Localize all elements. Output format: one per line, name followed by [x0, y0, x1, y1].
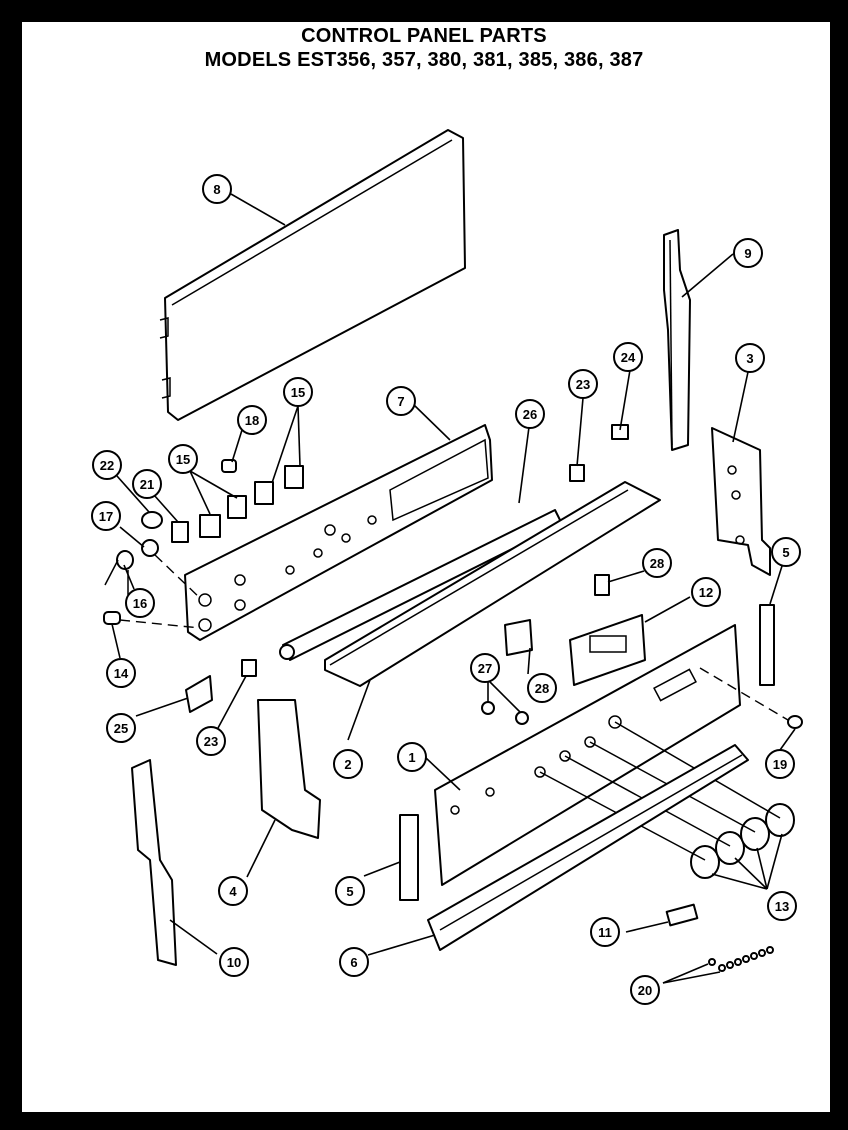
title-line-2: MODELS EST356, 357, 380, 381, 385, 386, …: [204, 49, 644, 71]
part-23-clip-upper: [569, 464, 585, 482]
svg-text:18: 18: [245, 413, 259, 428]
callout-24: 24: [613, 342, 643, 372]
part-19-insert: [699, 667, 803, 729]
callout-22: 22: [92, 450, 122, 480]
callout-14: 14: [106, 658, 136, 688]
svg-text:15: 15: [176, 452, 190, 467]
diagram-title: CONTROL PANEL PARTS MODELS EST356, 357, …: [0, 24, 848, 72]
svg-text:27: 27: [478, 661, 492, 676]
callout-26: 26: [515, 399, 545, 429]
svg-text:16: 16: [133, 596, 147, 611]
part-21-22-lamp-parts: [141, 511, 189, 543]
svg-text:26: 26: [523, 407, 537, 422]
svg-text:15: 15: [291, 385, 305, 400]
svg-text:2: 2: [344, 757, 351, 772]
callout-5-left: 5: [335, 876, 365, 906]
callout-28-lower: 28: [527, 673, 557, 703]
callout-4: 4: [218, 876, 248, 906]
callout-15-lower: 15: [168, 444, 198, 474]
callout-23-lower: 23: [196, 726, 226, 756]
part-14-pin: [103, 611, 201, 629]
svg-text:21: 21: [140, 477, 154, 492]
part-6-bottom-trim: [427, 744, 749, 951]
part-4-insulation: [257, 699, 321, 839]
part-25-bracket: [185, 675, 213, 713]
part-5-trim-right: [759, 604, 775, 686]
part-9-side-bracket: [663, 229, 691, 451]
svg-text:9: 9: [744, 246, 751, 261]
callout-7: 7: [386, 386, 416, 416]
part-18-pin: [221, 459, 237, 473]
svg-text:20: 20: [638, 983, 652, 998]
callout-5-right: 5: [771, 537, 801, 567]
part-3-end-bracket: [711, 427, 771, 576]
svg-text:12: 12: [699, 585, 713, 600]
svg-text:7: 7: [397, 394, 404, 409]
part-1-front-panel: [434, 624, 741, 886]
svg-text:8: 8: [213, 182, 220, 197]
part-16-17-lamp-socket: [104, 539, 201, 599]
leader-lines: [111, 193, 796, 984]
svg-text:5: 5: [346, 884, 353, 899]
callout-9: 9: [733, 238, 763, 268]
callout-23-upper: 23: [568, 369, 598, 399]
callout-10: 10: [219, 947, 249, 977]
part-28-brackets: [504, 574, 610, 656]
svg-text:11: 11: [598, 925, 612, 940]
part-2-channel: [324, 481, 661, 687]
svg-text:28: 28: [535, 681, 549, 696]
svg-text:14: 14: [114, 666, 129, 681]
svg-text:10: 10: [227, 955, 241, 970]
callout-11: 11: [590, 917, 620, 947]
svg-text:28: 28: [650, 556, 664, 571]
callout-12: 12: [691, 577, 721, 607]
callout-15-upper: 15: [283, 377, 313, 407]
title-line-1: CONTROL PANEL PARTS: [301, 25, 547, 47]
part-8-rear-panel: [159, 129, 466, 421]
part-10-side-bracket: [131, 759, 177, 966]
callout-27: 27: [470, 653, 500, 683]
svg-text:13: 13: [775, 899, 789, 914]
callout-17: 17: [91, 501, 121, 531]
callout-13: 13: [767, 891, 797, 921]
part-27-screws: [481, 701, 529, 725]
svg-text:6: 6: [350, 955, 357, 970]
part-7-switch-panel: [184, 424, 493, 641]
svg-text:24: 24: [621, 350, 636, 365]
part-24-clip: [611, 424, 629, 440]
callout-25: 25: [106, 713, 136, 743]
callout-19: 19: [765, 749, 795, 779]
callout-3: 3: [735, 343, 765, 373]
callout-20: 20: [630, 975, 660, 1005]
callout-8: 8: [202, 174, 232, 204]
callout-16: 16: [125, 588, 155, 618]
svg-text:17: 17: [99, 509, 113, 524]
part-5-trim-left: [399, 814, 419, 901]
svg-text:23: 23: [576, 377, 590, 392]
callout-18: 18: [237, 405, 267, 435]
callout-2: 2: [333, 749, 363, 779]
svg-text:4: 4: [229, 884, 237, 899]
svg-text:19: 19: [773, 757, 787, 772]
callout-21: 21: [132, 469, 162, 499]
part-12-timer: [569, 614, 646, 686]
part-15-switches: [199, 465, 304, 538]
svg-text:5: 5: [782, 545, 789, 560]
callout-1: 1: [397, 742, 427, 772]
callout-28-upper: 28: [642, 548, 672, 578]
svg-text:3: 3: [746, 351, 753, 366]
svg-text:23: 23: [204, 734, 218, 749]
part-20-screws: [708, 946, 774, 972]
svg-text:22: 22: [100, 458, 114, 473]
svg-text:1: 1: [408, 750, 415, 765]
part-11-badge: [665, 903, 699, 927]
svg-text:25: 25: [114, 721, 128, 736]
part-23-clip-lower: [241, 659, 257, 677]
callout-6: 6: [339, 947, 369, 977]
